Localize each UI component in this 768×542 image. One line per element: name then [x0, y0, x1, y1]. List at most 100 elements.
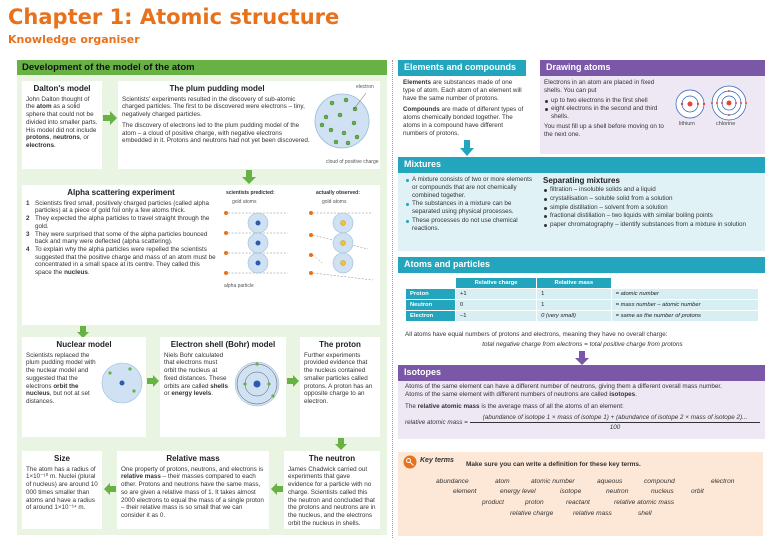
elements-text: Elements are substances made of one type… — [403, 79, 522, 102]
mixtures-list-item: These processes do not use chemical reac… — [405, 217, 535, 233]
nuclear-model-diagram — [101, 362, 143, 404]
arrow-down-icon — [460, 140, 474, 156]
separating-list-item: fractional distillation – two liquids wi… — [543, 212, 761, 220]
bohr-model-box: Electron shell (Bohr) model Niels Bohr c… — [160, 337, 286, 437]
mixtures-list-item: A mixture consists of two or more elemen… — [405, 176, 535, 199]
key-term: proton — [525, 499, 544, 506]
neutron-text: James Chadwick carried out experiments t… — [288, 465, 376, 527]
alpha-particle-label: alpha particle — [224, 283, 254, 289]
key-term: neutron — [606, 488, 629, 495]
drawing-list: up to two electrons in the first shell e… — [544, 97, 669, 121]
formula-lhs: relative atomic mass = — [405, 419, 468, 426]
key-term: relative atomic mass — [614, 499, 675, 506]
separating-list-item: crystallisation – soluble solid from a s… — [543, 195, 761, 203]
key-terms-label: Key terms — [420, 457, 454, 464]
elements-heading: Elements and compounds — [398, 60, 526, 76]
key-term: relative charge — [510, 510, 554, 517]
development-heading: Development of the model of the atom — [17, 60, 387, 75]
arrow-right-icon — [147, 375, 159, 387]
key-term: nucleus — [651, 488, 674, 495]
charge-balance-text: total negative charge from electrons = t… — [482, 341, 683, 348]
lithium-label: lithium — [679, 121, 695, 127]
mixtures-panel — [398, 173, 765, 251]
size-box: Size The atom has a radius of 1×10⁻¹⁰ m.… — [22, 451, 102, 529]
table-row: Electron –1 0 (very small) = same as the… — [405, 310, 760, 322]
dalton-title: Dalton's model — [33, 84, 91, 93]
drawing-list-item: eight electrons in the second and third … — [544, 105, 669, 121]
page-title: Chapter 1: Atomic structure — [8, 5, 340, 29]
proton-box: The proton Further experiments provided … — [300, 337, 380, 437]
key-term: aqueous — [597, 478, 623, 485]
key-term: orbit — [691, 488, 704, 495]
formula-numerator: (abundance of isotope 1 × mass of isotop… — [470, 414, 760, 423]
predicted-label: scientists predicted: — [226, 190, 275, 196]
proton-text: Further experiments provided evidence th… — [304, 351, 373, 405]
key-term: energy level — [500, 488, 536, 495]
plum-pudding-diagram — [314, 92, 370, 149]
dalton-box: Dalton's model John Dalton thought of th… — [22, 81, 102, 169]
drawing-atoms-body: Electrons in an atom are placed in fixed… — [544, 79, 669, 139]
key-terms-instruction: Make sure you can write a definition for… — [466, 461, 641, 468]
drawing-atoms-heading: Drawing atoms — [540, 60, 765, 76]
gold-atoms-label-1: gold atoms — [232, 199, 257, 205]
plum-text-2: The discovery of electrons led to the pl… — [122, 121, 310, 145]
arrow-right-icon — [287, 375, 299, 387]
col-relative-mass: Relative mass — [536, 277, 612, 289]
isotopes-heading: Isotopes — [398, 365, 765, 381]
chlorine-label: chlorine — [716, 121, 736, 127]
relmass-text: One property of protons, neutrons, and e… — [121, 465, 264, 519]
compounds-text: Compounds are made of different types of… — [403, 106, 524, 137]
key-icon — [403, 455, 417, 469]
col-relative-charge: Relative charge — [454, 277, 538, 289]
plum-pudding-box: The plum pudding model Scientists' exper… — [118, 81, 380, 169]
arrow-left-icon — [104, 483, 116, 495]
separating-list: filtration – insoluble solids and a liqu… — [543, 186, 761, 230]
arrow-left-icon — [271, 483, 283, 495]
key-term: electron — [711, 478, 735, 485]
nuclear-text: Scientists replaced the plum pudding mod… — [26, 351, 96, 405]
plum-text-1: Scientists' experiments resulted in the … — [122, 95, 305, 119]
isotopes-text-1: Atoms of the same element can have a dif… — [405, 383, 722, 390]
arrow-right-icon — [103, 111, 117, 125]
elements-body: Elements are substances made of one type… — [403, 79, 525, 138]
chlorine-atom-diagram — [711, 85, 747, 121]
drawing-list-item: up to two electrons in the first shell — [544, 97, 669, 105]
formula-denominator: 100 — [609, 424, 621, 431]
key-term: abundance — [436, 478, 469, 485]
key-term: reactant — [566, 499, 590, 506]
gold-atoms-label-2: gold atoms — [322, 199, 347, 205]
drawing-intro: Electrons in an atom are placed in fixed… — [544, 79, 655, 94]
alpha-scattering-diagram — [224, 211, 374, 281]
key-term: isotope — [560, 488, 582, 495]
key-term: atom — [495, 478, 510, 485]
key-term: product — [482, 499, 504, 506]
size-title: Size — [53, 454, 70, 463]
key-term: relative mass — [573, 510, 612, 517]
table-row: Neutron 0 1 = mass number – atomic numbe… — [405, 299, 760, 311]
plum-label-cloud: cloud of positive charge — [326, 159, 379, 165]
relmass-title: Relative mass — [166, 454, 220, 463]
key-term: element — [453, 488, 477, 495]
arrow-down-icon — [575, 351, 589, 365]
bohr-model-diagram — [234, 361, 280, 407]
separating-title: Separating mixtures — [543, 176, 620, 185]
development-panel: Dalton's model John Dalton thought of th… — [17, 75, 387, 535]
nuclear-title: Nuclear model — [56, 340, 112, 349]
isotopes-panel — [398, 381, 765, 439]
neutral-atoms-text: All atoms have equal numbers of protons … — [405, 331, 668, 338]
atoms-heading: Atoms and particles — [398, 257, 765, 273]
nuclear-model-box: Nuclear model Scientists replaced the pl… — [22, 337, 146, 437]
alpha-title: Alpha scattering experiment — [67, 188, 175, 197]
arrow-down-icon — [335, 438, 347, 450]
plum-label-electron: electron — [356, 84, 374, 90]
mixtures-heading: Mixtures — [398, 157, 765, 173]
neutron-box: The neutron James Chadwick carried out e… — [284, 451, 380, 529]
dalton-text: John Dalton thought of the atom as a sol… — [26, 95, 98, 149]
separating-list-item: paper chromatography – identify substanc… — [543, 221, 761, 229]
separating-list-item: filtration – insoluble solids and a liqu… — [543, 186, 761, 194]
